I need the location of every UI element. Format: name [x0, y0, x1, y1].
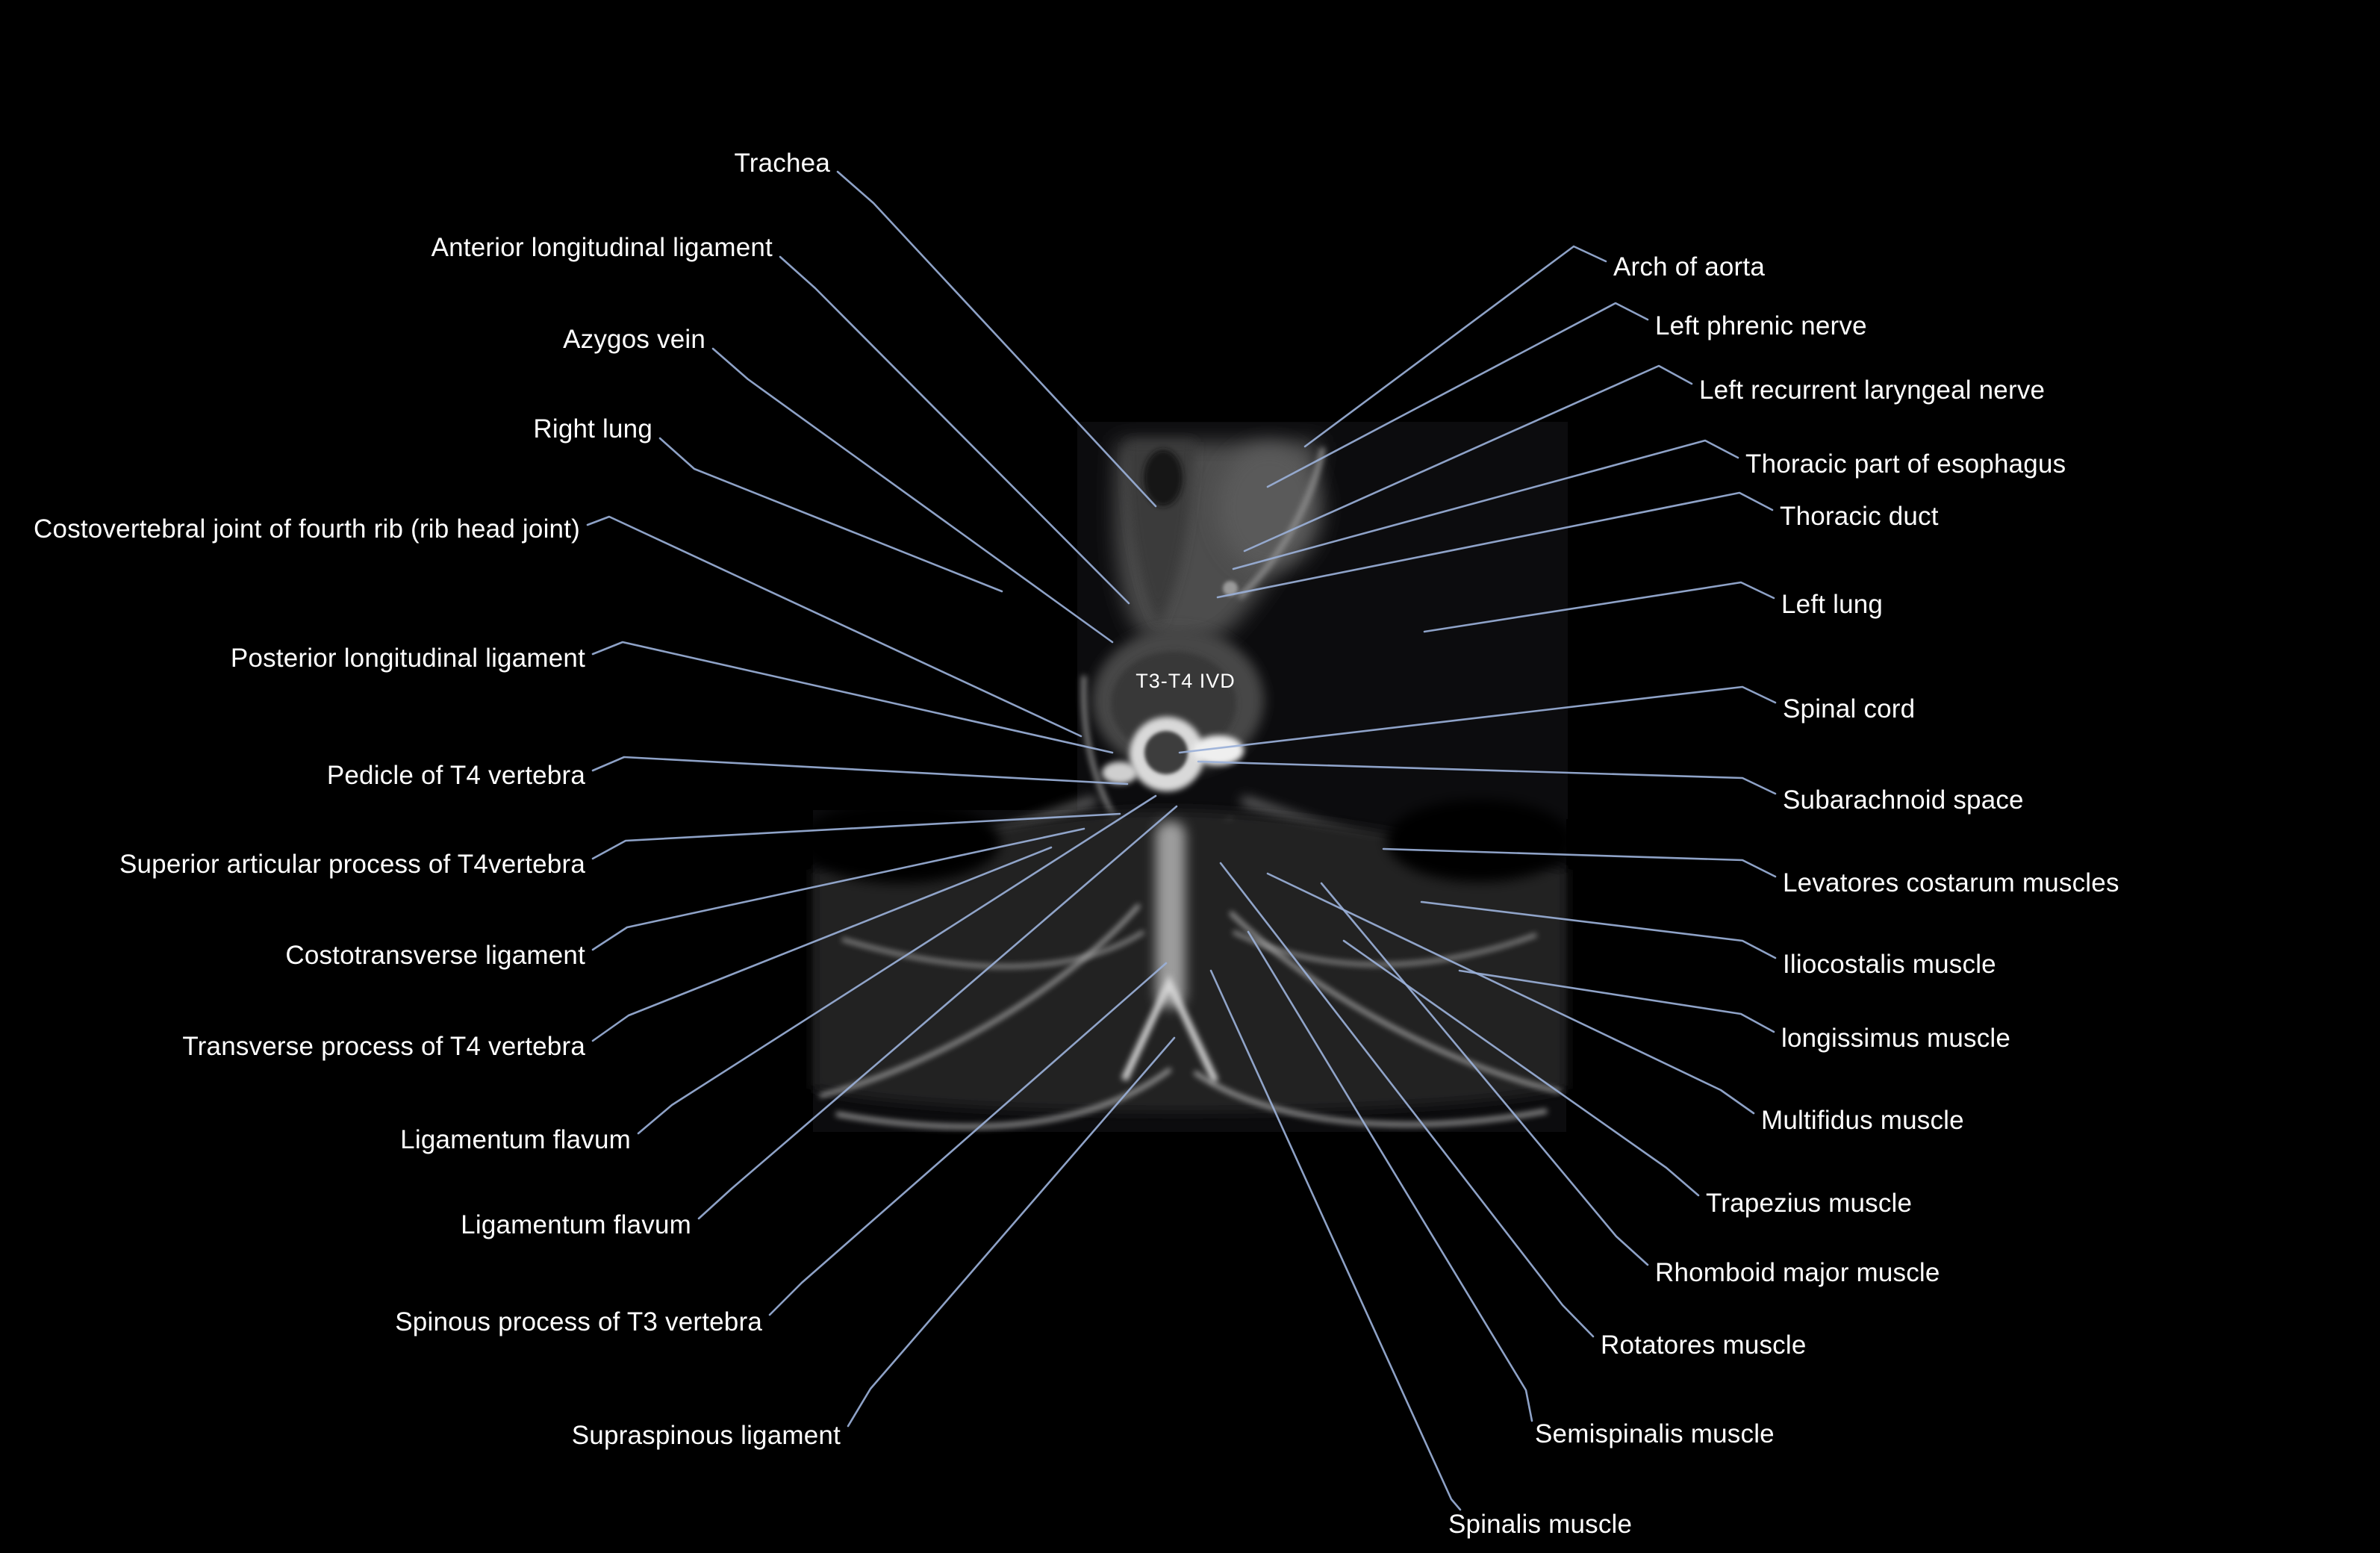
lung-field-right: [799, 801, 1000, 883]
fascia-line: [1232, 930, 1537, 967]
leader-line-azygos-vein: [711, 347, 1114, 644]
anatomy-label-trapezius: Trapezius muscle: [1706, 1188, 1913, 1218]
leader-line-thoracic-duct: [1216, 491, 1774, 599]
ivd-level-text: T3-T4 IVD: [1136, 670, 1236, 692]
leader-line-trachea: [836, 170, 1157, 508]
leader-line-ligamentum-flavum-2: [697, 805, 1178, 1220]
anatomy-label-ligamentum-flavum-2: Ligamentum flavum: [461, 1210, 691, 1239]
mediastinum-shape: [1115, 442, 1326, 645]
anatomy-label-left-recurrent-laryngeal-nerve: Left recurrent laryngeal nerve: [1699, 375, 2046, 405]
back-muscles-shape: [799, 800, 1573, 1129]
anatomy-label-spinalis: Spinalis muscle: [1448, 1509, 1633, 1539]
facet-bright-patch: [1193, 735, 1244, 765]
anatomy-label-azygos-vein: Azygos vein: [563, 324, 705, 354]
fascia-line: [819, 903, 1141, 1098]
anatomy-label-levatores-costarum: Levatores costarum muscles: [1783, 868, 2119, 897]
anatomy-label-ligamentum-flavum-1: Ligamentum flavum: [400, 1124, 631, 1154]
spinous-column-shape: [1156, 821, 1186, 1008]
leader-line-longissimus: [1458, 969, 1775, 1033]
anatomy-label-semispinalis: Semispinalis muscle: [1535, 1419, 1775, 1448]
aortic-arch-edge: [1237, 447, 1326, 600]
anatomy-label-pedicle-t4: Pedicle of T4 vertebra: [326, 760, 585, 790]
anatomy-label-superior-articular-process-t4: Superior articular process of T4vertebra: [119, 849, 585, 879]
leader-line-pedicle-t4: [591, 756, 1129, 785]
leader-line-semispinalis: [1247, 930, 1533, 1422]
spinal-cord-shape: [1144, 731, 1188, 774]
anatomy-label-costovertebral-joint: Costovertebral joint of fourth rib (rib …: [34, 514, 580, 544]
anatomy-label-rhomboid-major: Rhomboid major muscle: [1655, 1257, 1940, 1287]
anatomy-label-rotatores: Rotatores muscle: [1601, 1330, 1807, 1360]
anatomy-label-longissimus: longissimus muscle: [1781, 1023, 2011, 1053]
lung-field-left: [1386, 800, 1573, 882]
trachea-air-shape: [1144, 449, 1183, 506]
leader-line-spinous-process-t3: [768, 962, 1168, 1316]
leader-line-costotransverse-ligament: [591, 827, 1085, 951]
anatomy-label-costotransverse-ligament: Costotransverse ligament: [285, 940, 585, 970]
anatomy-label-multifidus: Multifidus muscle: [1761, 1105, 1964, 1135]
leader-line-spinal-cord: [1178, 685, 1777, 754]
anatomy-label-trachea: Trachea: [734, 148, 830, 178]
leader-line-arch-of-aorta: [1303, 245, 1607, 448]
anatomy-label-posterior-longitudinal-ligament: Posterior longitudinal ligament: [230, 643, 585, 673]
leader-line-supraspinous-ligament: [847, 1036, 1176, 1428]
anatomy-label-right-lung: Right lung: [533, 414, 652, 444]
leader-line-left-recurrent-laryngeal-nerve: [1243, 364, 1693, 553]
leader-line-multifidus: [1266, 872, 1755, 1115]
anatomy-label-anterior-longitudinal-ligament: Anterior longitudinal ligament: [431, 232, 773, 262]
leader-line-trapezius: [1342, 939, 1700, 1197]
leader-line-left-phrenic-nerve: [1266, 302, 1649, 488]
anatomy-label-spinal-cord: Spinal cord: [1783, 694, 1916, 723]
anatomy-label-subarachnoid-space: Subarachnoid space: [1783, 785, 2024, 815]
anatomy-label-transverse-process-t4: Transverse process of T4 vertebra: [182, 1031, 585, 1061]
fascia-line: [1193, 1070, 1548, 1127]
leader-line-rotatores: [1219, 862, 1595, 1338]
leader-line-transverse-process-t4: [591, 846, 1053, 1042]
anatomy-label-supraspinous-ligament: Supraspinous ligament: [571, 1420, 841, 1450]
anatomy-label-left-phrenic-nerve: Left phrenic nerve: [1655, 311, 1867, 340]
fascia-line: [841, 930, 1145, 968]
fascia-line: [835, 1067, 1172, 1129]
leader-line-right-lung: [658, 437, 1003, 593]
leader-line-left-lung: [1423, 581, 1775, 633]
leader-line-superior-articular-process-t4: [591, 812, 1121, 860]
spinous-v-streak: [1121, 974, 1219, 1083]
leader-line-levatores-costarum: [1382, 847, 1777, 878]
leader-line-costovertebral-joint: [586, 515, 1082, 738]
leader-line-spinalis: [1209, 969, 1462, 1511]
leader-line-rhomboid-major: [1320, 882, 1649, 1266]
esophagus-shape: [1223, 581, 1238, 596]
anatomy-label-thoracic-esophagus: Thoracic part of esophagus: [1745, 449, 2066, 479]
leader-line-thoracic-esophagus: [1232, 439, 1739, 570]
anatomy-label-left-lung: Left lung: [1781, 589, 1884, 619]
anatomy-label-iliocostalis: Iliocostalis muscle: [1783, 949, 1996, 979]
anatomy-label-thoracic-duct: Thoracic duct: [1780, 501, 1939, 531]
leader-line-iliocostalis: [1420, 900, 1777, 959]
leader-line-posterior-longitudinal-ligament: [591, 641, 1114, 754]
anatomy-label-spinous-process-t3: Spinous process of T3 vertebra: [395, 1307, 762, 1336]
leader-line-ligamentum-flavum-1: [637, 794, 1157, 1135]
leader-line-anterior-longitudinal-ligament: [779, 255, 1130, 605]
anatomy-label-arch-of-aorta: Arch of aorta: [1613, 252, 1765, 281]
leader-line-subarachnoid-space: [1197, 760, 1777, 795]
